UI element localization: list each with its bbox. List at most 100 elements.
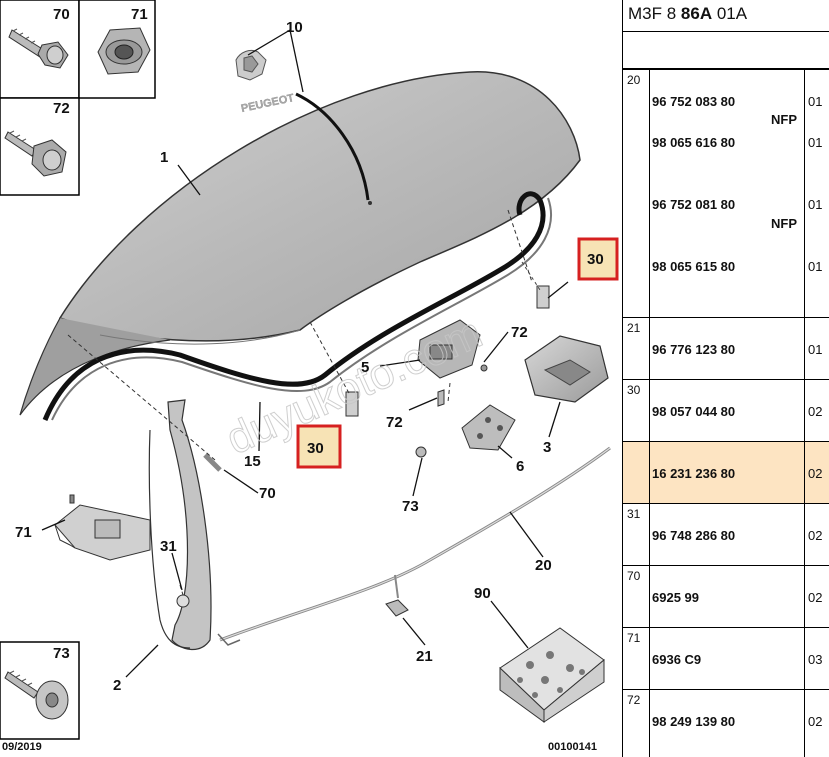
panel-header: M3F 8 86A 01A	[623, 0, 829, 32]
part-number[interactable]: 98 065 616 80	[652, 135, 736, 150]
ref-number	[623, 442, 650, 503]
screw-73-small-icon	[415, 446, 427, 458]
part-number[interactable]: 96 776 123 80	[652, 342, 736, 357]
strut-clip-upper	[521, 261, 550, 309]
qty-divider	[804, 690, 805, 757]
callout-10[interactable]: 10	[286, 19, 303, 36]
qty-divider	[804, 442, 805, 503]
pin-70-icon	[203, 453, 222, 472]
parts-row-30-alt-selected[interactable]: 16 231 236 80 02	[623, 441, 829, 503]
ref-number: 21	[623, 318, 650, 379]
callout-5[interactable]: 5	[361, 359, 369, 376]
callout-2[interactable]: 2	[113, 677, 121, 694]
hinge-arm	[148, 399, 212, 650]
qty-divider	[804, 70, 805, 317]
ref-number: 20	[623, 70, 650, 317]
parts-row-20[interactable]: 20 96 752 083 80 01 NFP 98 065 616 80 01…	[623, 69, 829, 317]
part-number[interactable]: 96 752 081 80	[652, 197, 736, 212]
callout-1[interactable]: 1	[160, 149, 168, 166]
part-number[interactable]: 96 752 083 80	[652, 94, 736, 109]
panel-spacer	[623, 32, 829, 69]
highlight-box-30-upper	[577, 237, 619, 281]
highlight-box-30-lower	[296, 424, 342, 469]
leader-lines	[41, 29, 569, 678]
fastener-inset-top: 70 71 72	[0, 0, 156, 196]
parts-row-30[interactable]: 30 98 057 044 80 02	[623, 379, 829, 441]
nfp-note: NFP	[771, 112, 797, 127]
parts-row-71[interactable]: 71 6936 C9 03	[623, 627, 829, 689]
parts-row-72[interactable]: 72 98 249 139 80 02	[623, 689, 829, 757]
part-number[interactable]: 6925 99	[652, 590, 699, 605]
callout-70[interactable]: 70	[259, 485, 276, 502]
part-number[interactable]: 6936 C9	[652, 652, 702, 667]
callout-30-upper[interactable]: 30	[587, 251, 604, 268]
callout-6[interactable]: 6	[516, 458, 524, 475]
release-cable	[217, 446, 611, 646]
part-qty: 01	[808, 259, 823, 274]
bolt-72-icon	[4, 130, 67, 177]
cable-clip-icon	[385, 599, 409, 617]
strut-clip-lower	[345, 391, 359, 417]
callout-72-upper[interactable]: 72	[511, 324, 528, 341]
part-number[interactable]: 16 231 236 80	[652, 466, 736, 481]
inset-label-71: 71	[131, 6, 148, 23]
inset-label-72: 72	[53, 100, 70, 117]
lock-actuator	[417, 319, 481, 379]
header-bold: 86A	[680, 4, 713, 23]
bolt-70-icon	[8, 28, 69, 69]
part-number[interactable]: 98 057 044 80	[652, 404, 736, 419]
part-qty: 01	[808, 135, 823, 150]
nfp-note: NFP	[771, 216, 797, 231]
part-qty: 01	[808, 94, 823, 109]
inset-label-70: 70	[53, 6, 70, 23]
part-qty: 02	[808, 466, 823, 481]
hinge-bracket	[54, 494, 151, 561]
qty-divider	[804, 628, 805, 689]
callout-71[interactable]: 71	[15, 524, 32, 541]
part-qty: 02	[808, 404, 823, 419]
nut-71-icon	[97, 27, 151, 75]
qty-divider	[804, 566, 805, 627]
part-number[interactable]: 98 065 615 80	[652, 259, 736, 274]
parts-row-21[interactable]: 21 96 776 123 80 01	[623, 317, 829, 379]
ref-number: 70	[623, 566, 650, 627]
qty-divider	[804, 380, 805, 441]
qty-divider	[804, 318, 805, 379]
part-qty: 02	[808, 528, 823, 543]
callout-21[interactable]: 21	[416, 648, 433, 665]
part-qty: 01	[808, 197, 823, 212]
ref-number: 72	[623, 690, 650, 757]
parts-list-panel: M3F 8 86A 01A 20 96 752 083 80 01 NFP 98…	[622, 0, 829, 757]
callout-3[interactable]: 3	[543, 439, 551, 456]
callout-30-lower[interactable]: 30	[307, 440, 324, 457]
part-number[interactable]: 96 748 286 80	[652, 528, 736, 543]
parts-row-31[interactable]: 31 96 748 286 80 02	[623, 503, 829, 565]
ref-number: 71	[623, 628, 650, 689]
callout-72-lower[interactable]: 72	[386, 414, 403, 431]
callout-73-center[interactable]: 73	[402, 498, 419, 515]
trunk-lock-box	[524, 335, 609, 403]
latch-plate	[461, 404, 516, 451]
screw-72-small-icon	[437, 364, 488, 407]
ref-number: 31	[623, 504, 650, 565]
part-qty: 01	[808, 342, 823, 357]
callout-15[interactable]: 15	[244, 453, 261, 470]
qty-divider	[804, 504, 805, 565]
callout-31[interactable]: 31	[160, 538, 177, 555]
part-number[interactable]: 98 249 139 80	[652, 714, 736, 729]
header-suffix: 01A	[712, 4, 748, 23]
callout-20[interactable]: 20	[535, 557, 552, 574]
drawing-number: 00100141	[548, 741, 597, 753]
fastener-kit-box	[499, 627, 605, 723]
brand-text: PEUGEOT	[240, 92, 295, 115]
exploded-parts-diagram: 70 71 72 73	[0, 0, 619, 753]
fastener-inset-bottom: 73	[0, 641, 80, 740]
trunk-lid	[19, 71, 581, 416]
inset-label-73: 73	[53, 645, 70, 662]
callout-90[interactable]: 90	[474, 585, 491, 602]
parts-row-70[interactable]: 70 6925 99 02	[623, 565, 829, 627]
header-prefix: M3F 8	[628, 4, 681, 23]
part-qty: 03	[808, 652, 823, 667]
date-code: 09/2019	[2, 741, 42, 753]
ref-number: 30	[623, 380, 650, 441]
